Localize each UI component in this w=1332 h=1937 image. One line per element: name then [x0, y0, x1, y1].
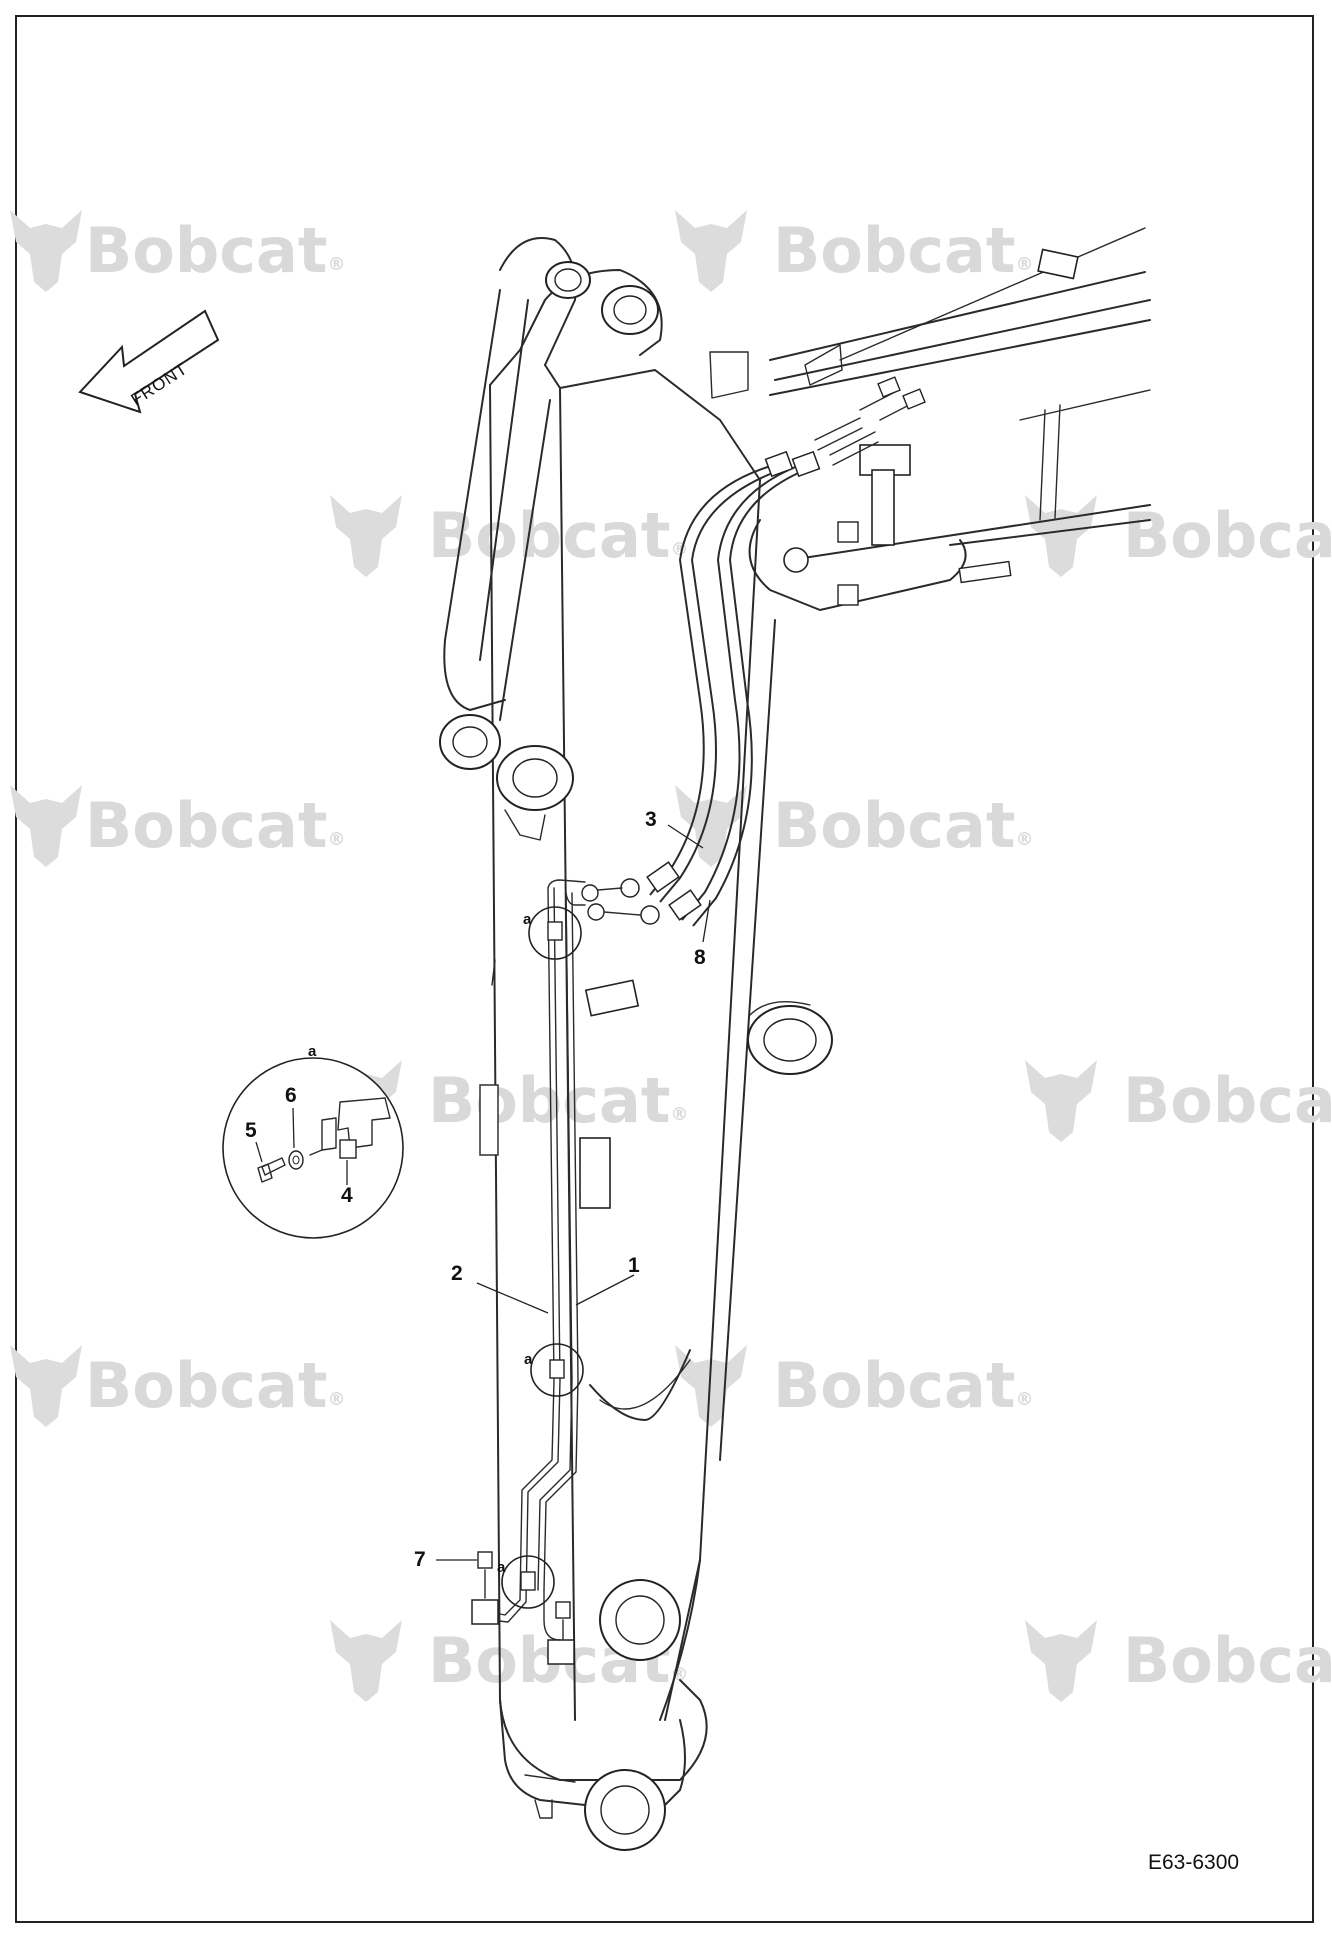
- callout-5: 5: [245, 1119, 257, 1142]
- watermark-3: Bobcat®: [330, 495, 688, 577]
- callout-number-6: 6: [285, 1084, 297, 1107]
- callout-number-7: 7: [414, 1548, 426, 1571]
- watermark-registered-mark: ®: [327, 1389, 345, 1410]
- detail-clamp-part-4: [321, 1097, 391, 1159]
- callout-number-2: 2: [451, 1262, 463, 1285]
- watermark-text: Bobcat®: [773, 789, 1033, 862]
- callout-number-3: 3: [645, 808, 657, 831]
- detail-bolt-part-5: [257, 1149, 323, 1183]
- hose-8: [681, 464, 806, 927]
- callout-7: 7: [414, 1548, 477, 1571]
- watermark-layer: Bobcat® Bobcat® Bobcat® Bobcat® Bobcat® …: [10, 210, 1332, 1702]
- callout-number-1: 1: [628, 1254, 640, 1277]
- hose-fittings-bottom: [581, 861, 702, 925]
- end-fittings: [471, 1551, 575, 1665]
- watermark-registered-mark: ®: [327, 254, 345, 275]
- watermark-text: Bobcat®: [85, 789, 345, 862]
- watermark-text: Bobcat®: [85, 1349, 345, 1422]
- plug-7-upper: [477, 1551, 493, 1569]
- arm-plate: [579, 1137, 611, 1209]
- watermark-10: Bobcat®: [675, 1345, 1033, 1427]
- watermark-12: Bobcat®: [1025, 1620, 1332, 1702]
- front-direction-arrow: FRONT: [78, 309, 220, 414]
- clamp-middle: a: [524, 1343, 584, 1397]
- boom-arm: [709, 227, 1151, 611]
- clamp-marker-a: a: [524, 1351, 533, 1368]
- arm-body: [439, 237, 833, 1851]
- plug-7-lower: [555, 1601, 571, 1619]
- callout-3: 3: [645, 808, 704, 849]
- watermark-text: Bobcat®: [1123, 1064, 1332, 1137]
- watermark-text: Bobcat®: [428, 1064, 688, 1137]
- clamp-marker-a: a: [497, 1559, 506, 1576]
- watermark-registered-mark: ®: [327, 829, 345, 850]
- watermark-registered-mark: ®: [1015, 829, 1033, 850]
- watermark-8: Bobcat®: [1025, 1060, 1332, 1142]
- watermark-7: Bobcat®: [330, 1060, 688, 1142]
- watermark-text: Bobcat®: [773, 1349, 1033, 1422]
- watermark-registered-mark: ®: [1015, 1389, 1033, 1410]
- watermark-text: Bobcat®: [85, 214, 345, 287]
- watermark-text: Bobcat®: [1123, 499, 1332, 572]
- callout-4: 4: [341, 1184, 353, 1207]
- drawing-number: E63-6300: [1148, 1851, 1239, 1874]
- watermark-text: Bobcat®: [428, 499, 688, 572]
- callout-number-4: 4: [341, 1184, 353, 1207]
- detail-letter: a: [308, 1043, 317, 1060]
- watermark-1: Bobcat®: [10, 210, 345, 292]
- callout-2: 2: [451, 1262, 549, 1314]
- arm-block: [584, 979, 640, 1017]
- pipe-2: [489, 879, 586, 1623]
- callout-number-5: 5: [245, 1119, 257, 1142]
- hose-fittings-top: [764, 376, 926, 478]
- clamp-marker-a: a: [523, 911, 532, 928]
- watermark-registered-mark: ®: [670, 1664, 688, 1685]
- watermark-registered-mark: ®: [1015, 254, 1033, 275]
- boom-block: [1037, 248, 1079, 280]
- watermark-text: Bobcat®: [1123, 1624, 1332, 1697]
- detail-washer-part-6: [288, 1150, 304, 1170]
- watermark-5: Bobcat®: [10, 785, 345, 867]
- drawing-frame: [15, 15, 1314, 1923]
- watermark-4: Bobcat®: [1025, 495, 1332, 577]
- clamp-upper: a: [523, 906, 582, 960]
- watermark-6: Bobcat®: [675, 785, 1033, 867]
- clamp-lower: a: [497, 1555, 555, 1609]
- callout-number-8: 8: [694, 946, 706, 969]
- watermark-9: Bobcat®: [10, 1345, 345, 1427]
- watermark-registered-mark: ®: [670, 539, 688, 560]
- callout-6: 6: [285, 1084, 297, 1107]
- detail-a-view: a: [222, 1043, 404, 1239]
- pipe-1: [537, 892, 579, 1591]
- callout-8: 8: [694, 899, 711, 969]
- watermark-registered-mark: ®: [670, 1104, 688, 1125]
- watermark-text: Bobcat®: [773, 214, 1033, 287]
- callout-1: 1: [575, 1254, 640, 1306]
- hose-3: [649, 464, 781, 903]
- watermark-2: Bobcat®: [675, 210, 1033, 292]
